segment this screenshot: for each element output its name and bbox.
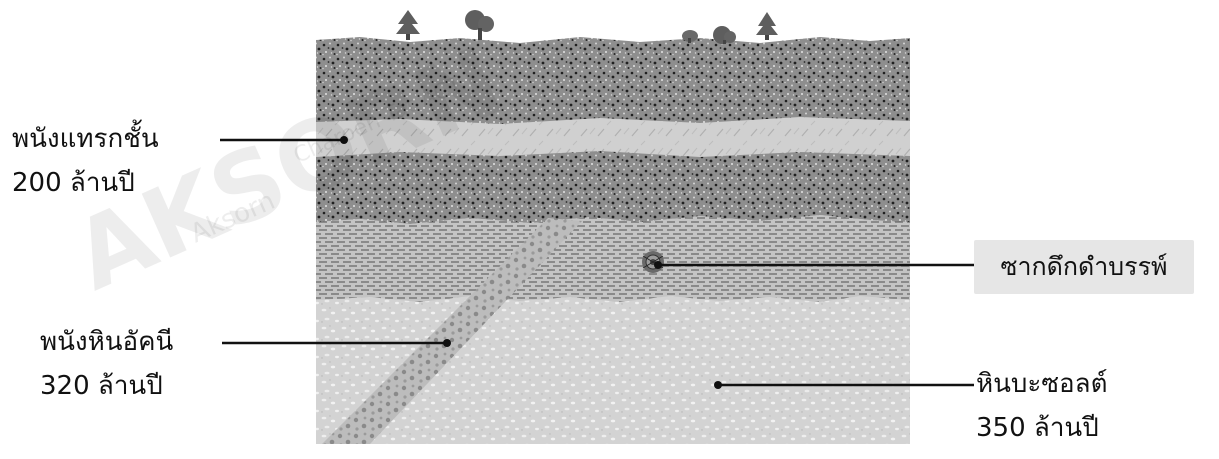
dike-label: พนังหินอัคนี 320 ล้านปี <box>40 320 173 408</box>
sill-intrusion <box>316 117 910 157</box>
pine-tree-icon <box>396 10 420 40</box>
sill-leader-dot <box>340 136 348 144</box>
fossil-icon <box>642 251 664 273</box>
sill-name: พนังแทรกชั้น <box>12 124 159 154</box>
pine-tree-icon <box>756 12 778 40</box>
round-tree-icon <box>465 10 494 40</box>
basalt-name: หินบะซอลต์ <box>976 369 1108 399</box>
dike-name: พนังหินอัคนี <box>40 327 174 357</box>
shale-layer <box>316 215 910 302</box>
sill-age: 200 ล้านปี <box>12 168 135 198</box>
dike-intrusion <box>322 218 582 444</box>
fossil-leader-dot <box>654 261 662 269</box>
basalt-age: 350 ล้านปี <box>976 413 1099 443</box>
fossil-label: ซากดึกดำบรรพ์ <box>974 240 1194 294</box>
basalt-label: หินบะซอลต์ 350 ล้านปี <box>976 362 1107 450</box>
dike-age: 320 ล้านปี <box>40 371 163 401</box>
round-tree-icon <box>713 26 736 44</box>
basalt-leader-dot <box>714 381 722 389</box>
bush-icon <box>682 30 698 43</box>
dike-leader-dot <box>443 339 451 347</box>
sill-label: พนังแทรกชั้น 200 ล้านปี <box>12 117 159 205</box>
